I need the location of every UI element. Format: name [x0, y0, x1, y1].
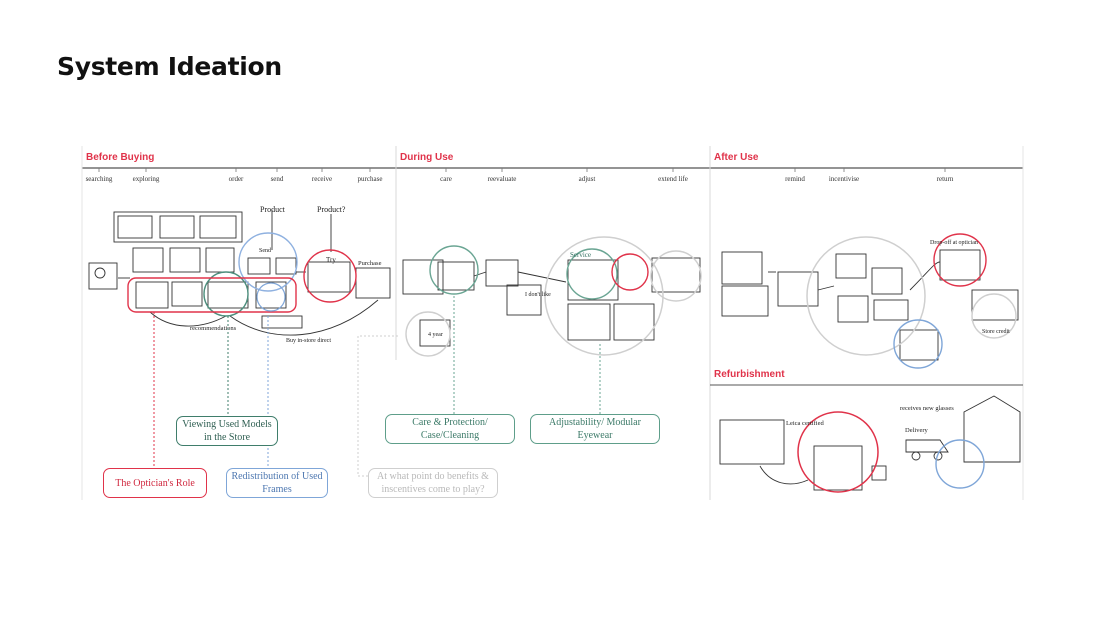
stage-adjust: adjust — [578, 175, 596, 183]
svg-text:Purchase: Purchase — [358, 260, 382, 267]
svg-text:Store credit: Store credit — [982, 329, 1010, 335]
during-use-sketches — [402, 257, 701, 347]
svg-text:Drop-off at optician: Drop-off at optician — [930, 239, 978, 246]
svg-text:recommendations: recommendations — [190, 325, 237, 332]
opticians-role-box: The Optician's Role — [103, 468, 207, 498]
benefits-question-box: At what point do benefits & inscentives … — [368, 468, 498, 498]
stage-remind: remind — [785, 175, 805, 183]
svg-text:Try: Try — [326, 256, 336, 264]
stage-return: return — [936, 175, 954, 183]
stage-purchase: purchase — [357, 175, 383, 183]
svg-text:Buy in-store direct: Buy in-store direct — [286, 338, 331, 344]
stage-exploring: exploring — [132, 175, 160, 183]
svg-text:I don't like: I don't like — [525, 292, 551, 298]
sketch-note-product-q: Product? — [317, 205, 346, 214]
stage-order: order — [228, 175, 244, 183]
after-use-sketches — [721, 249, 1019, 361]
svg-text:receives new glasses: receives new glasses — [900, 405, 954, 412]
phase-refurbishment: Refurbishment — [714, 369, 785, 380]
before-buying-sketches — [88, 210, 391, 336]
care-protection-box: Care & Protection/ Case/Cleaning — [385, 414, 515, 444]
stage-extend-life: extend life — [658, 175, 688, 183]
stage-searching: searching — [85, 175, 113, 183]
stage-care: care — [440, 175, 452, 183]
svg-text:Service: Service — [570, 251, 591, 259]
refurbishment-sketches — [719, 395, 1021, 491]
redistribution-box: Redistribution of Used Frames — [226, 468, 328, 498]
svg-text:4 year: 4 year — [428, 332, 443, 338]
phase-after-use: After Use — [714, 152, 759, 163]
phase-before-buying: Before Buying — [86, 152, 155, 163]
stage-reevaluate: reevaluate — [487, 175, 517, 183]
stage-receive: receive — [311, 175, 333, 183]
adjustability-box: Adjustability/ Modular Eyewear — [530, 414, 660, 444]
phase-during-use: During Use — [400, 152, 454, 163]
svg-text:Delivery: Delivery — [905, 427, 928, 434]
viewing-used-models-box: Viewing Used Models in the Store — [176, 416, 278, 446]
sketch-note-product: Product — [260, 205, 286, 214]
svg-text:Send: Send — [259, 248, 271, 254]
stage-send: send — [270, 175, 284, 183]
stage-incentivise: incentivise — [828, 175, 860, 183]
svg-text:Leica certified: Leica certified — [786, 420, 824, 427]
page-title: System Ideation — [57, 52, 282, 81]
